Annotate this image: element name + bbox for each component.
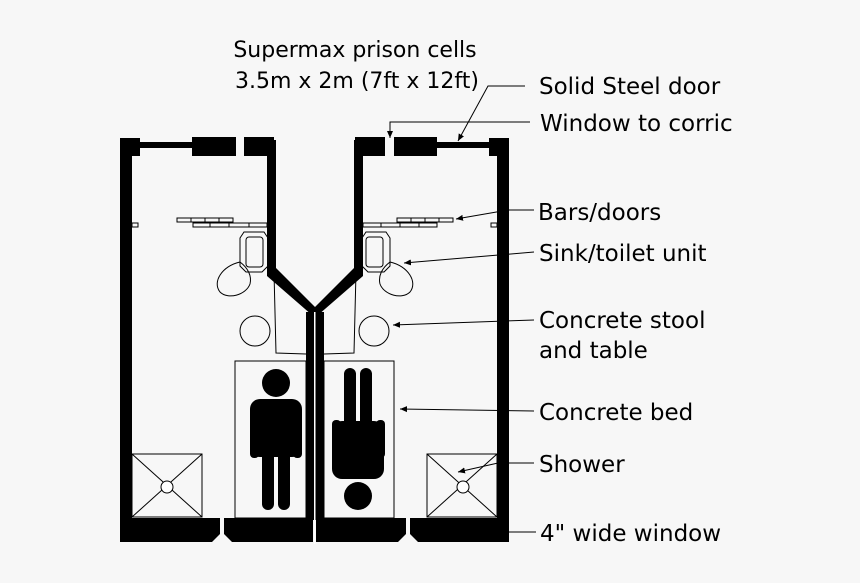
- label-sink: Sink/toilet unit: [539, 241, 707, 267]
- right-outer-wall: [497, 140, 509, 520]
- table-left: [273, 271, 307, 355]
- leader-lines: [387, 85, 536, 535]
- shower-left: [131, 453, 203, 518]
- stool-left: [239, 315, 271, 347]
- divider-left-diagonal: [267, 268, 320, 322]
- label-window-corridor: Window to corric: [540, 111, 733, 137]
- divider-right-diagonal: [310, 268, 363, 322]
- bars-left: [131, 217, 268, 228]
- leader-bed: [399, 406, 535, 413]
- label-bars: Bars/doors: [538, 200, 661, 226]
- leader-shower: [457, 462, 534, 474]
- bottom-wall-right-mid: [316, 518, 406, 542]
- left-inner-wall: [267, 140, 276, 270]
- bed-right: [323, 360, 395, 519]
- right-inner-wall: [354, 140, 363, 270]
- divider-gap: [314, 312, 316, 544]
- title-line-1: Supermax prison cells: [233, 38, 476, 63]
- leader-bars: [455, 209, 534, 221]
- bed-left: [234, 360, 307, 519]
- label-stool-line-1: Concrete stool: [539, 308, 705, 334]
- bottom-wall-left-mid: [224, 518, 313, 542]
- bottom-wall-right: [410, 518, 509, 542]
- sink-toilet-left: [216, 231, 269, 297]
- right-door-block: [394, 137, 437, 156]
- label-bed: Concrete bed: [539, 400, 693, 426]
- left-outer-wall: [120, 140, 132, 520]
- bottom-wall-left: [120, 518, 220, 542]
- left-top-wall-b: [244, 137, 274, 156]
- stool-right: [358, 315, 390, 347]
- left-door-block: [192, 137, 236, 156]
- label-stool-line-2: and table: [539, 338, 648, 364]
- sink-toilet-right: [361, 231, 414, 297]
- leader-stool: [392, 319, 535, 328]
- label-door: Solid Steel door: [539, 74, 721, 100]
- walls: [120, 137, 509, 544]
- shower-right: [426, 453, 498, 518]
- leader-window-corridor: [387, 121, 530, 138]
- label-shower: Shower: [539, 452, 625, 478]
- right-top-wall-a: [436, 142, 498, 148]
- bars-right: [362, 217, 498, 228]
- label-wide-window: 4" wide window: [540, 521, 721, 547]
- title-line-2: 3.5m x 2m (7ft x 12ft): [235, 69, 479, 94]
- table-right: [323, 271, 357, 355]
- leader-door: [457, 85, 525, 142]
- person-left-icon: [250, 369, 302, 510]
- left-top-wall-a: [132, 142, 194, 148]
- leader-sink: [403, 251, 535, 266]
- person-right-icon: [332, 368, 385, 510]
